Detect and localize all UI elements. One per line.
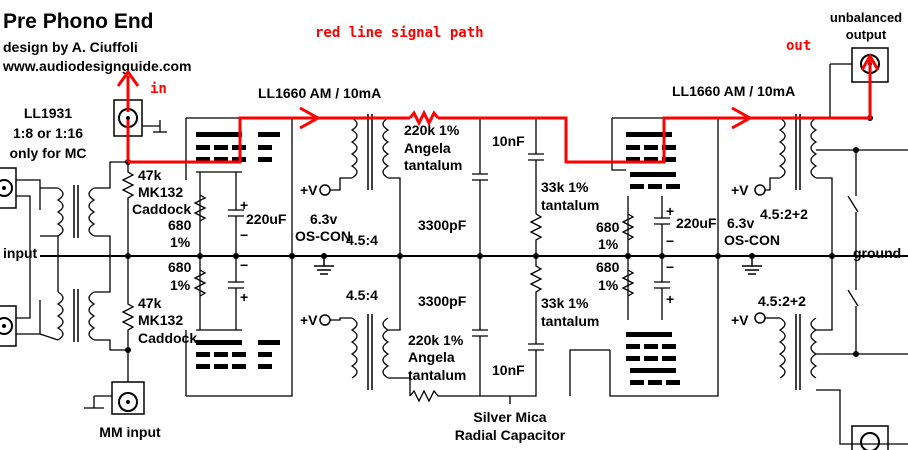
tube-right-top: [626, 132, 680, 189]
res-47k-top-brand: Caddock: [132, 201, 191, 217]
in-arrow: [116, 69, 140, 112]
in-note: in: [150, 81, 167, 97]
diagram-title: Pre Phono End: [3, 10, 154, 33]
svg-text:+: +: [666, 291, 674, 307]
res-33k-top-type: tantalum: [541, 197, 599, 213]
res-220k-top-type: Angela: [404, 140, 451, 156]
cap-3300pf-top: 3300pF: [418, 217, 467, 233]
ratio-label: 1:8 or 1:16: [13, 125, 83, 141]
oscon-right-voltage: 6.3v: [727, 215, 754, 231]
ll1660-left-transformer: [350, 114, 390, 390]
ratio-left-bottom: 4.5:4: [346, 287, 378, 303]
cap-220uf-left: 220uF: [246, 211, 287, 227]
cap-10nf-top: 10nF: [492, 133, 525, 149]
svg-text:+: +: [240, 197, 248, 213]
res-47k-bottom-brand: Caddock: [138, 330, 197, 346]
ground-label: ground: [853, 245, 901, 261]
res-220k-bottom-brand: tantalum: [408, 367, 466, 383]
silver-mica-label-2: Radial Capacitor: [455, 427, 566, 443]
input-jack-in: [113, 99, 167, 137]
ll1660-right-label: LL1660 AM / 10mA: [672, 83, 795, 99]
ll1931-label: LL1931: [24, 105, 72, 121]
res-680-1-value: 680: [168, 217, 192, 233]
supply-4: +V: [731, 312, 749, 328]
res-33k-top-value: 33k 1%: [541, 179, 589, 195]
svg-text:−: −: [666, 233, 674, 249]
svg-text:−: −: [240, 257, 248, 273]
res-680-2-value: 680: [168, 259, 192, 275]
mm-input-jack: [84, 381, 145, 415]
ground-symbol-left: [314, 256, 334, 275]
res-680-3-tol: 1%: [598, 236, 619, 252]
tube-left-bottom: [196, 340, 280, 369]
ll1660-left-label: LL1660 AM / 10mA: [258, 85, 381, 101]
res-47k-bottom-value: 47k: [138, 295, 162, 311]
unbalanced-output-label-2: output: [846, 27, 887, 42]
supply-3: +V: [731, 182, 749, 198]
ratio-right-bottom: 4.5:2+2: [758, 293, 806, 309]
res-220k-top-value: 220k 1%: [404, 122, 460, 138]
ground-symbol-right: [742, 256, 762, 275]
oscon-left-type: OS-CON: [295, 228, 351, 244]
oscon-left-voltage: 6.3v: [310, 211, 337, 227]
mc-input-jack-bottom: [0, 305, 17, 347]
res-680-3-value: 680: [596, 219, 620, 235]
mc-only-label: only for MC: [10, 145, 87, 161]
output-jack-bottom: [851, 425, 889, 450]
res-680-4-tol: 1%: [598, 277, 619, 293]
silver-mica-label-1: Silver Mica: [473, 409, 546, 425]
res-680-2-tol: 1%: [170, 277, 191, 293]
ratio-left-top: 4.5:4: [346, 232, 378, 248]
out-note: out: [786, 38, 811, 54]
oscon-right-type: OS-CON: [724, 232, 780, 248]
website-link: www.audiodesignguide.com: [2, 58, 192, 74]
res-33k-bottom-type: tantalum: [541, 313, 599, 329]
cap-10nf-bottom: 10nF: [492, 362, 525, 378]
res-47k-top-value: 47k: [138, 167, 162, 183]
unbalanced-output-label-1: unbalanced: [830, 10, 902, 25]
supply-1: +V: [300, 182, 318, 198]
res-680-1-tol: 1%: [170, 234, 191, 250]
svg-text:+: +: [240, 289, 248, 305]
tube-right-bottom: [626, 332, 680, 385]
out-arrow: [860, 52, 880, 71]
res-220k-bottom-value: 220k 1%: [408, 332, 464, 348]
supply-2: +V: [300, 312, 318, 328]
ll1931-transformer: [56, 185, 96, 342]
tube-left-top: [196, 132, 280, 162]
signal-path-note: red line signal path: [315, 25, 484, 41]
res-47k-top-type: MK132: [138, 184, 183, 200]
mc-input-jack-top: [0, 167, 17, 209]
res-33k-bottom-value: 33k 1%: [541, 295, 589, 311]
cap-220uf-right: 220uF: [676, 215, 717, 231]
svg-text:−: −: [240, 227, 248, 243]
svg-text:+: +: [666, 203, 674, 219]
designer-credit: design by A. Ciuffoli: [3, 39, 138, 55]
res-47k-bottom-type: MK132: [138, 312, 183, 328]
res-680-4-value: 680: [596, 259, 620, 275]
cap-3300pf-bottom: 3300pF: [418, 293, 467, 309]
input-label: input: [3, 245, 38, 261]
res-220k-top-brand: tantalum: [404, 157, 462, 173]
mm-input-label: MM input: [99, 424, 161, 440]
svg-text:−: −: [666, 259, 674, 275]
ratio-right-top: 4.5:2+2: [760, 206, 808, 222]
ll1660-right-transformer: [778, 114, 818, 390]
res-220k-bottom-type: Angela: [408, 349, 455, 365]
signal-path: [126, 60, 872, 164]
